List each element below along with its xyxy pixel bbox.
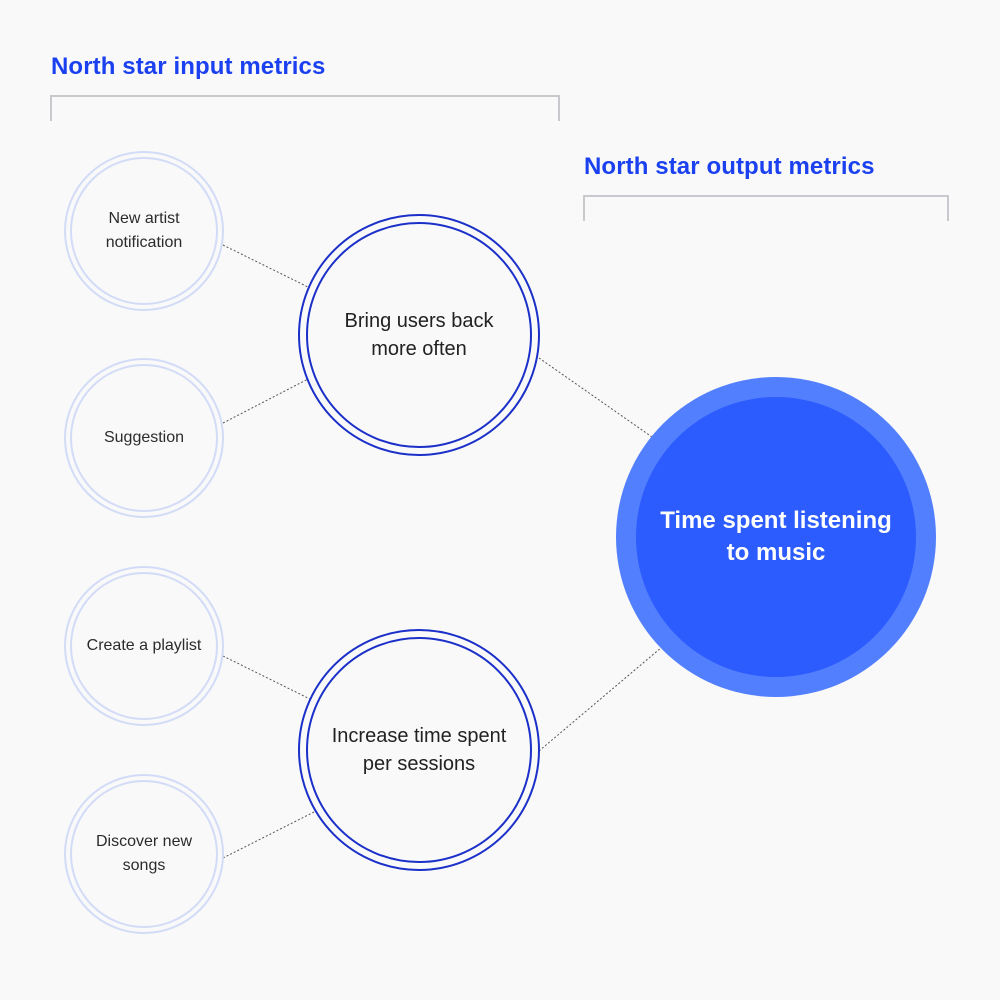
driver-label: Bring users back more often [344,310,494,360]
connector-increase-to-output [538,646,663,752]
output-metric-time-spent-listening: Time spent listening to music [616,377,936,697]
output-metric-label: Time spent listening to music [660,507,892,566]
circle-inner-ring [70,780,218,928]
circle-inner-fill [636,397,916,677]
output-metrics-bracket [583,195,949,221]
connector-suggestion-to-bring [222,377,311,424]
input-metric-label: New artist notification [105,210,183,251]
input-metrics-heading: North star input metrics [51,53,326,80]
input-metric-new-artist-notification: New artist notification [64,151,224,311]
connector-discover-to-increase [222,811,315,859]
input-metric-label: Create a playlist [86,637,202,654]
input-metric-create-playlist: Create a playlist [64,566,224,726]
connector-playlist-to-increase [222,655,313,701]
input-metrics-bracket [50,95,560,121]
circle-inner-ring [70,572,218,720]
input-metric-label: Discover new songs [95,833,193,874]
connector-bring-to-output [538,357,653,438]
circle-inner-ring [70,157,218,305]
driver-bring-users-back: Bring users back more often [298,214,540,456]
circle-inner-ring [70,364,218,512]
connector-new-artist-to-bring [222,244,311,289]
input-metric-discover-new-songs: Discover new songs [64,774,224,934]
input-metric-label: Suggestion [103,429,185,446]
driver-label: Increase time spent per sessions [331,725,507,775]
circle-inner-ring [306,222,532,448]
driver-increase-time-per-session: Increase time spent per sessions [298,629,540,871]
circle-inner-ring [306,637,532,863]
input-metric-suggestion: Suggestion [64,358,224,518]
output-metrics-heading: North star output metrics [584,153,875,180]
